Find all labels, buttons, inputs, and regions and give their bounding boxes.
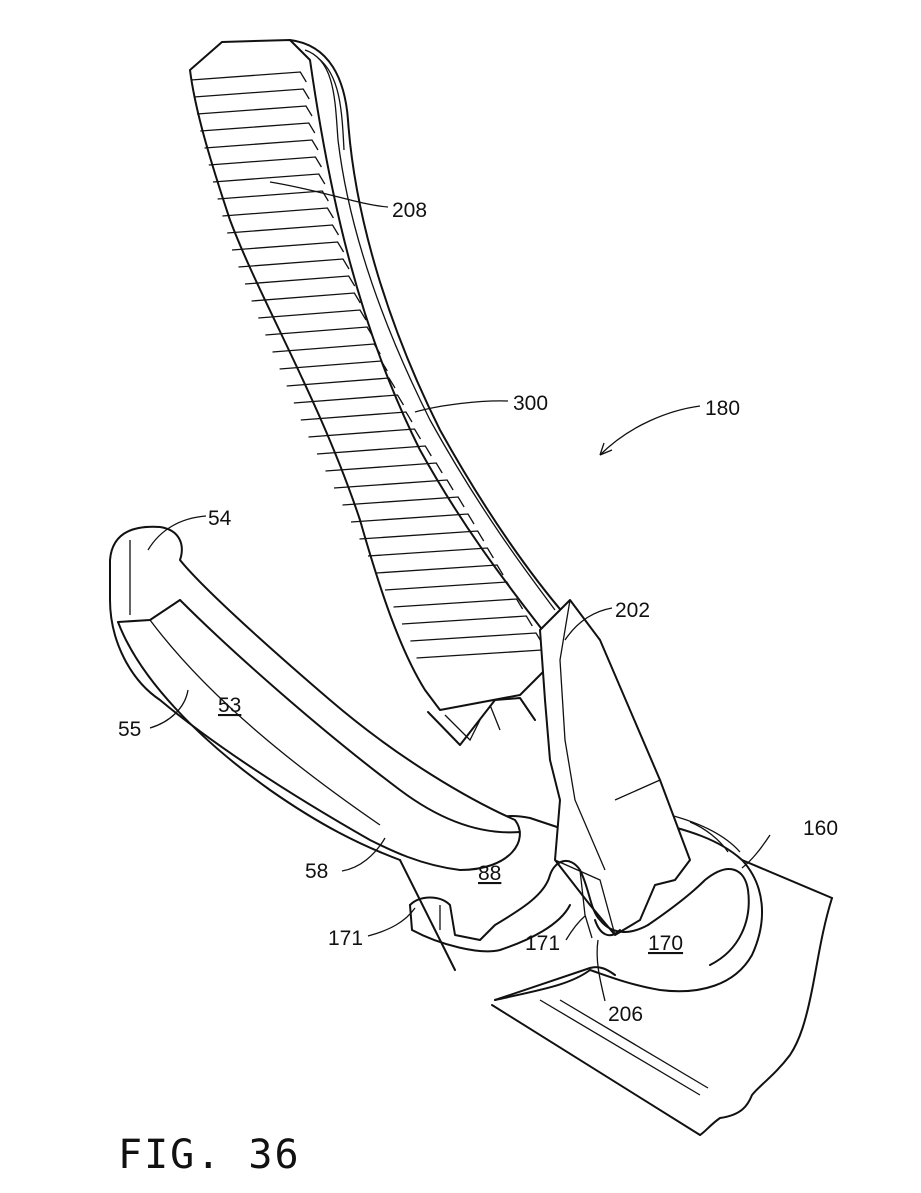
label-180: 180 [705,397,740,420]
label-88: 88 [478,862,501,885]
label-171-right: 171 [525,932,560,955]
label-53: 53 [218,694,241,717]
label-58: 58 [305,860,328,883]
label-206: 206 [608,1003,643,1026]
label-54: 54 [208,507,232,530]
label-300: 300 [513,392,548,415]
label-55: 55 [118,718,141,741]
label-208: 208 [392,199,427,222]
label-202: 202 [615,599,650,622]
figure-caption: FIG. 36 [118,1132,301,1178]
label-160: 160 [803,817,838,840]
clip-leg-202 [540,600,690,935]
leader-160 [742,835,770,868]
leader-180 [600,406,700,455]
leader-206 [597,940,605,1001]
leader-171b [566,916,585,940]
leader-171a [368,908,415,936]
label-170: 170 [648,932,683,955]
label-171-left: 171 [328,927,363,950]
shaft-160 [492,860,832,1135]
